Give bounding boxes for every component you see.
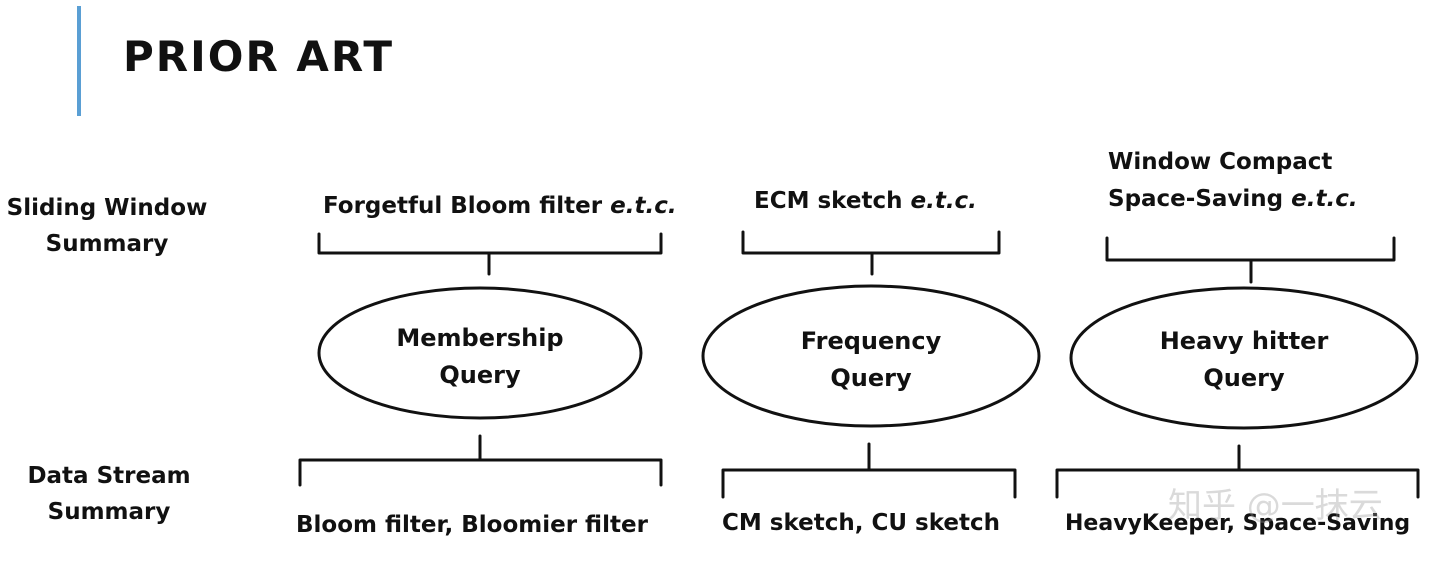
sliding-window-text-membership: Forgetful Bloom filter e.t.c. [323,188,677,225]
etc-label: e.t.c. [910,188,977,214]
title-accent-bar [77,6,81,116]
query-label-frequency: Frequency Query [771,323,971,397]
row-label-sliding-window: Sliding Window Summary [4,190,210,262]
row-label-data-stream: Data Stream Summary [6,458,212,530]
ellipse-membership [317,286,643,420]
sliding-window-line: ECM sketch e.t.c. [754,188,977,214]
sliding-window-line: Forgetful Bloom filter e.t.c. [323,193,677,219]
query-label-membership: Membership Query [380,320,580,394]
row-label-line: Summary [47,499,171,525]
row-label-line: Data Stream [27,463,191,489]
query-label-line: Heavy hitter [1159,327,1329,355]
bottom-bracket-membership [298,434,663,487]
watermark: 知乎 @一抹云 [1168,486,1383,526]
query-label-line: Query [439,361,521,389]
bottom-bracket-heavy-hitter [1055,444,1420,499]
bottom-bracket-frequency [721,442,1017,499]
top-brace-membership [317,232,663,276]
sliding-window-line: Window Compact [1108,149,1333,175]
page-title: PRIOR ART [123,32,395,81]
top-brace-heavy-hitter [1105,236,1396,284]
sliding-window-text-frequency: ECM sketch e.t.c. [754,183,977,220]
data-stream-text-heavy-hitter: HeavyKeeper, Space-Saving [1065,511,1411,536]
query-label-line: Frequency [800,327,942,355]
row-label-line: Sliding Window [6,195,208,221]
query-label-line: Query [830,364,912,392]
ellipse-heavy-hitter [1069,286,1419,430]
etc-label: e.t.c. [1291,186,1358,212]
sliding-window-line: Space-Saving e.t.c. [1108,186,1358,212]
row-label-line: Summary [45,231,169,257]
data-stream-text-frequency: CM sketch, CU sketch [722,510,1001,536]
top-brace-frequency [741,230,1001,276]
etc-label: e.t.c. [610,193,677,219]
query-label-line: Membership [396,324,564,352]
data-stream-text-membership: Bloom filter, Bloomier filter [296,512,648,538]
query-label-heavy-hitter: Heavy hitter Query [1134,323,1354,397]
query-label-line: Query [1203,364,1285,392]
sliding-window-text-heavy-hitter: Window Compact Space-Saving e.t.c. [1108,144,1358,218]
ellipse-frequency [701,284,1041,428]
